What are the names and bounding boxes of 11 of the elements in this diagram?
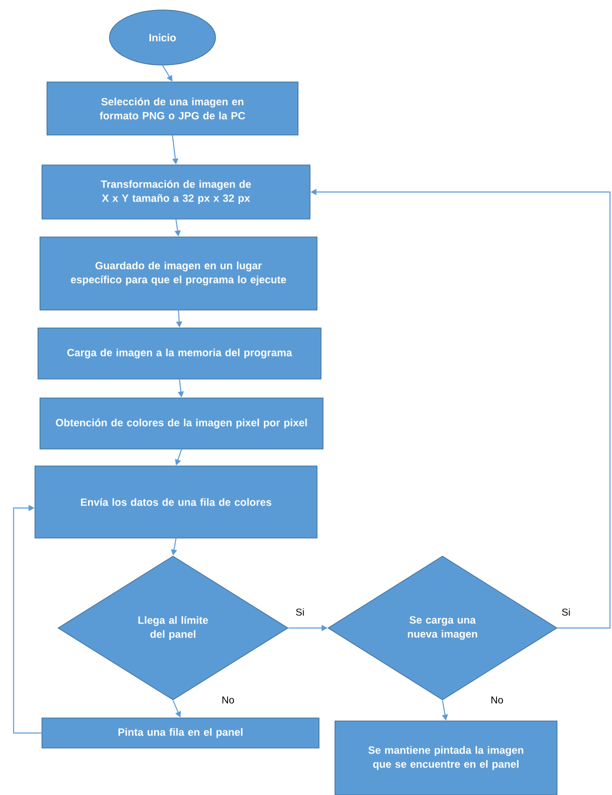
process-box: Transformación de imagen de X x Y tamaño a 32 px x 32 px [42,164,310,220]
arrow [13,504,42,734]
process-box: Obtención de colores de la imagen pixel por pixel [40,398,324,450]
process-box: Selección de una imagen en formato PNG o JPG de la PC [46,82,298,136]
edge-label: Si [294,607,306,617]
edge-label: Si [560,607,572,617]
process-box: Envía los datos de una fila de colores [34,466,318,538]
process-box: Pinta una fila en el panel [42,718,320,748]
process-box: Carga de imagen a la memoria del programa [38,328,322,380]
process-box: Guardado de imagen en un lugar específico para que el programa lo ejecute [40,236,318,310]
process-box: Se mantiene pintada la imagen que se encuentre en el panel [334,720,558,795]
